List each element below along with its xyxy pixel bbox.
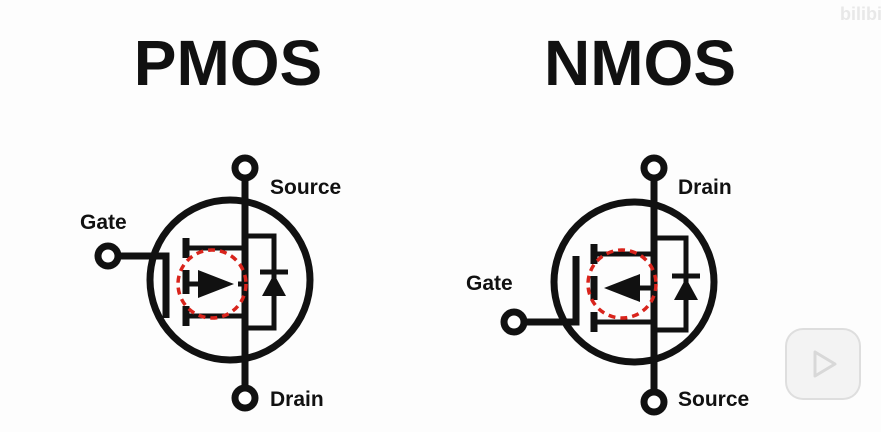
- pmos-title: PMOS: [134, 27, 322, 99]
- nmos-gate-label: Gate: [466, 272, 513, 295]
- nmos-gate-lead: [524, 256, 580, 326]
- pmos-gate-terminal: [94, 242, 122, 270]
- pmos-gate-label: Gate: [80, 211, 127, 234]
- pmos-drain-label: Drain: [270, 388, 324, 411]
- pmos-channel-arrow: [198, 270, 234, 298]
- pmos-body-diode: [262, 274, 286, 296]
- pmos-highlight-ring: [176, 248, 248, 320]
- nmos-title: NMOS: [544, 27, 736, 99]
- pmos-drain-terminal: [231, 384, 259, 412]
- nmos-drain-label: Drain: [678, 176, 732, 199]
- nmos-source-terminal: [640, 388, 668, 416]
- pmos-source-label: Source: [270, 176, 341, 199]
- nmos-highlight-ring: [586, 248, 658, 320]
- pmos-symbol: PMOS Gate Source Drain: [80, 27, 341, 412]
- video-play-button[interactable]: [785, 328, 861, 400]
- nmos-channel-arrow: [604, 274, 640, 302]
- nmos-drain-terminal: [640, 154, 668, 182]
- play-icon: [813, 350, 837, 378]
- pmos-gate-lead: [118, 252, 170, 318]
- nmos-body-diode: [674, 278, 698, 300]
- nmos-gate-terminal: [500, 308, 528, 336]
- nmos-source-label: Source: [678, 388, 749, 411]
- nmos-symbol: NMOS Gate Drain Source: [466, 27, 749, 416]
- pmos-body-circle: [146, 196, 314, 364]
- watermark-text: bilibili: [840, 4, 881, 24]
- nmos-diode-wire: [654, 235, 689, 333]
- nmos-body-circle: [550, 198, 718, 366]
- pmos-source-terminal: [231, 154, 259, 182]
